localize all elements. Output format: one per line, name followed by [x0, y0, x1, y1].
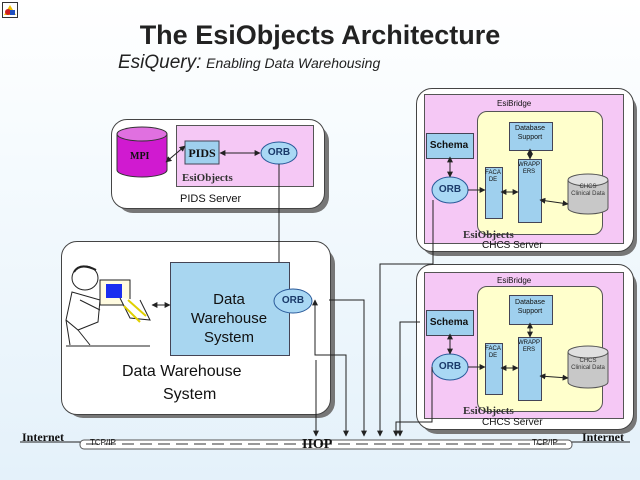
chcs-1-facade-label: FACADE [485, 170, 501, 183]
pids-server-label: PIDS Server [180, 193, 242, 205]
chcs-1-database-support-label: Database Support [515, 125, 545, 141]
data-warehouse-box [170, 262, 290, 356]
dw-orb-label: ORB [281, 295, 305, 306]
dw-box-line3: System [203, 329, 254, 346]
pids-label: PIDS [188, 146, 216, 160]
chcs-2-database-support-label: Database Support [515, 299, 545, 315]
page-title: The EsiObjects Architecture [139, 20, 501, 50]
dw-system-label-line1: Data Warehouse [122, 363, 242, 380]
chcs-1-esiobjects-label: EsiObjects [463, 229, 514, 241]
app-logo-icon [2, 2, 18, 18]
chcs-1-wrappers-label: WRAPPERS [518, 162, 541, 175]
iiop-label: IIOP [302, 437, 333, 452]
user-workstation-icon [65, 265, 151, 347]
chcs-1-esibridge-label: EsiBridge [497, 99, 532, 108]
chcs-2-database-support-box [509, 295, 553, 325]
iiop-bus [20, 439, 630, 450]
chcs-2-facade-label: FACADE [485, 346, 501, 359]
chcs-2-wrappers-label: WRAPPERS [518, 340, 541, 353]
chcs-1-clinical-data-icon [567, 173, 609, 215]
subtitle-product: EsiQuery: [118, 52, 202, 73]
subtitle-tagline: Enabling Data Warehousing [206, 55, 381, 71]
internet-left-label: Internet [22, 430, 64, 444]
chcs-1-schema-box [426, 133, 474, 159]
chcs-2-schema-label: Schema [429, 317, 469, 328]
chcs-2-esiobjects-label: EsiObjects [463, 405, 514, 417]
chcs-1-clinical-data-label: CHCS Clinical Data [571, 184, 605, 197]
pids-esiobjects-label: EsiObjects [182, 172, 233, 184]
chcs-2-clinical-data-icon [567, 345, 609, 389]
tcpip-left-label: TCP/IP [90, 438, 116, 447]
chcs-2-esibridge-label: EsiBridge [497, 276, 532, 285]
tcpip-right-label: TCP/IP [532, 438, 558, 447]
mpi-database-icon [116, 126, 168, 178]
chcs-1-orb-label: ORB [438, 184, 462, 195]
dw-system-label-line2: System [163, 386, 217, 403]
internet-right-label: Internet [582, 430, 624, 444]
pids-orb-label: ORB [267, 147, 291, 158]
chcs-2-server-label: CHCS Server [482, 417, 543, 428]
chcs-1-server-label: CHCS Server [482, 240, 543, 251]
chcs-2-clinical-data-label: CHCS Clinical Data [571, 358, 605, 371]
chcs-1-schema-label: Schema [429, 140, 469, 151]
chcs-2-orb-label: ORB [438, 361, 462, 372]
dw-box-line1: Data [213, 291, 245, 308]
page-subtitle: EsiQuery: Enabling Data Warehousing [118, 52, 380, 74]
dw-box-line2: Warehouse [190, 310, 268, 327]
mpi-label: MPI [130, 151, 150, 162]
